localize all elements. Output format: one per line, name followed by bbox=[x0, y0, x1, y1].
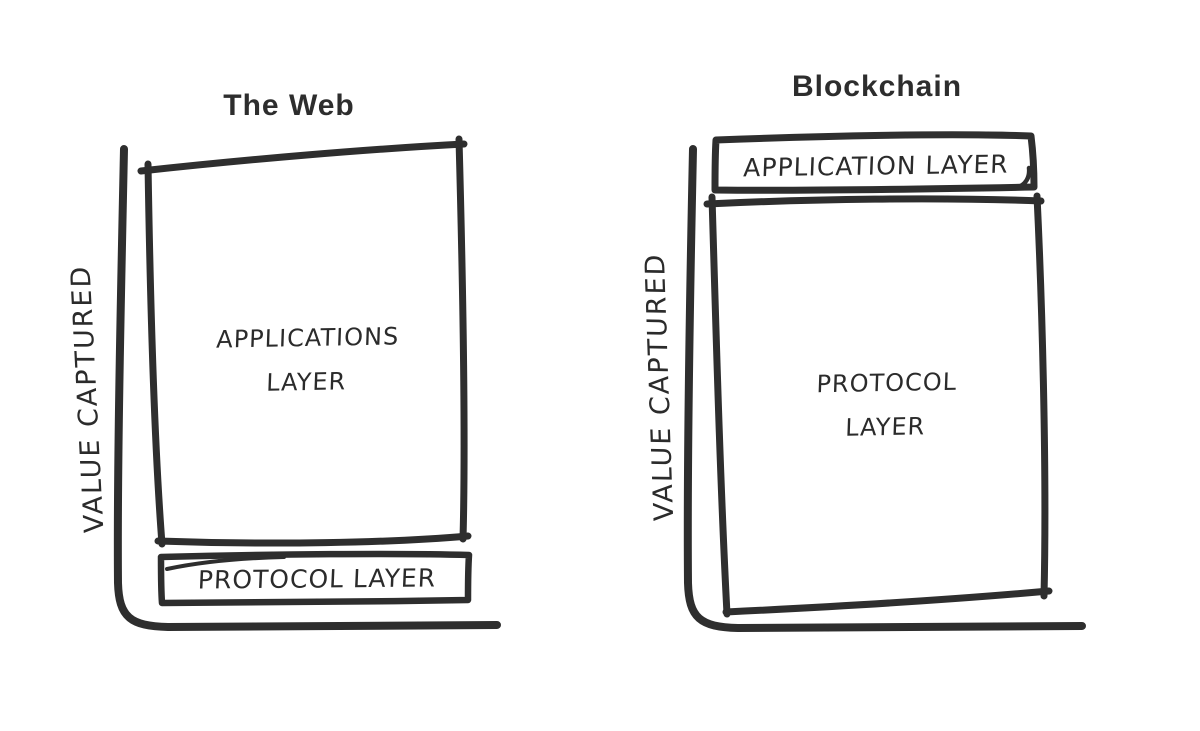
web-applications-box-left bbox=[144, 160, 166, 548]
web-applications-box-bottom bbox=[154, 532, 472, 547]
web-applications-box-top bbox=[137, 140, 468, 175]
blockchain-application-layer-label: APPLICATION LAYER bbox=[742, 149, 1010, 183]
web-applications-layer-label-line1: APPLICATIONS bbox=[215, 322, 400, 354]
blockchain-application-box-inner-stroke bbox=[1013, 165, 1032, 191]
web-protocol-layer-label: PROTOCOL LAYER bbox=[197, 563, 437, 595]
web-applications-box-right bbox=[455, 135, 468, 543]
web-applications-layer-label-line2: LAYER bbox=[265, 367, 347, 397]
web-axis-line bbox=[113, 145, 501, 631]
blockchain-protocol-box-top bbox=[703, 195, 1045, 208]
blockchain-protocol-box-bottom bbox=[722, 587, 1053, 616]
blockchain-panel-title: Blockchain bbox=[791, 70, 963, 103]
blockchain-protocol-layer-label-line2: LAYER bbox=[844, 412, 926, 442]
blockchain-protocol-box-right bbox=[1033, 192, 1049, 600]
blockchain-application-box bbox=[711, 131, 1038, 194]
blockchain-axis-line bbox=[683, 145, 1086, 632]
web-protocol-box-inner-stroke bbox=[165, 555, 286, 571]
blockchain-protocol-layer-label-line1: PROTOCOL bbox=[815, 367, 958, 399]
web-protocol-box bbox=[157, 550, 473, 607]
web-applications-layer-label: APPLICATIONS LAYER bbox=[214, 314, 400, 405]
blockchain-protocol-layer-label: PROTOCOL LAYER bbox=[814, 360, 958, 451]
web-panel-title: The Web bbox=[223, 89, 355, 122]
blockchain-protocol-box-left bbox=[708, 193, 731, 618]
